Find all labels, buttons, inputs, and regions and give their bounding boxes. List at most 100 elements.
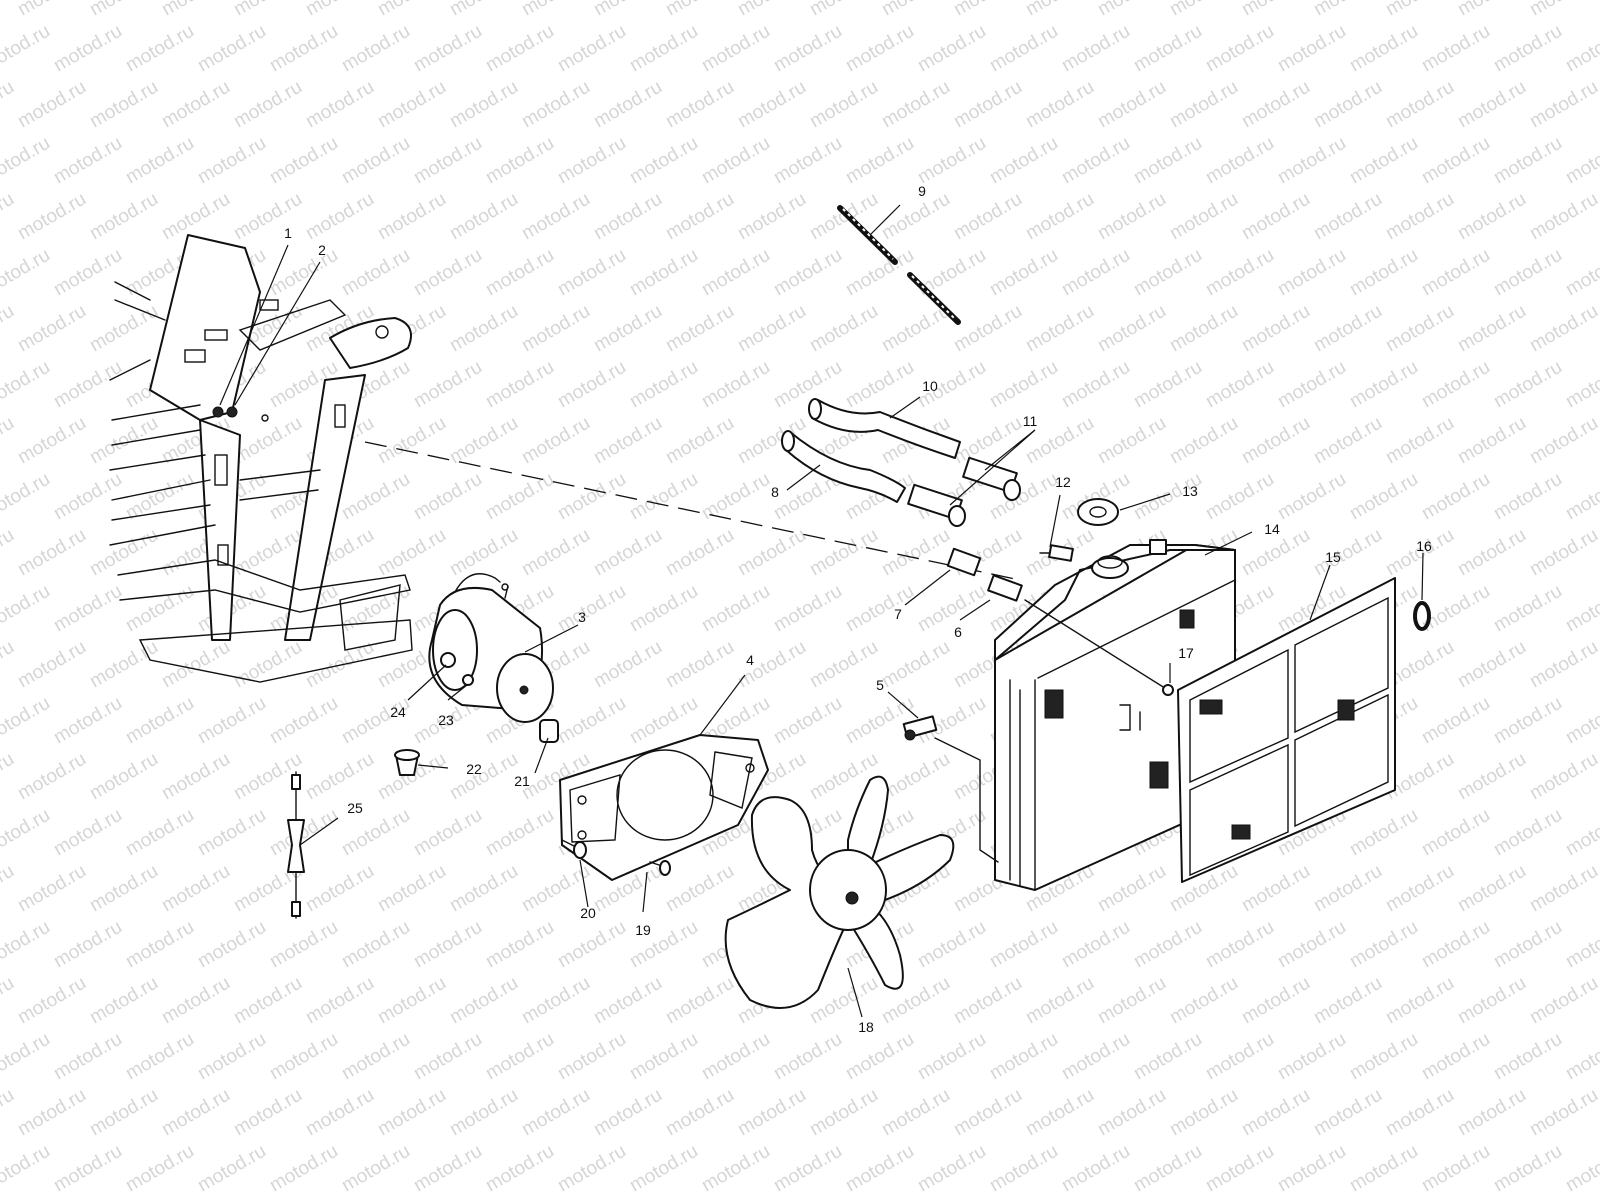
watermark-text: motod.ru bbox=[950, 301, 1025, 357]
watermark-text: motod.ru bbox=[266, 917, 341, 973]
watermark-text: motod.ru bbox=[1490, 1029, 1565, 1085]
watermark-text: motod.ru bbox=[302, 973, 377, 1029]
watermark-text: motod.ru bbox=[590, 0, 665, 20]
watermark-text: motod.ru bbox=[626, 1141, 701, 1197]
watermark-text: motod.ru bbox=[1382, 301, 1457, 357]
watermark-text: motod.ru bbox=[194, 917, 269, 973]
callout-25: 25 bbox=[347, 800, 363, 816]
watermark-text: motod.ru bbox=[1418, 357, 1493, 413]
spacer-21 bbox=[539, 719, 559, 743]
watermark-text: motod.ru bbox=[1454, 973, 1529, 1029]
watermark-text: motod.ru bbox=[662, 1197, 737, 1200]
watermark-text: motod.ru bbox=[0, 77, 18, 133]
watermark-text: motod.ru bbox=[554, 245, 629, 301]
fuse-holder-25 bbox=[287, 771, 305, 919]
watermark-text: motod.ru bbox=[1454, 77, 1529, 133]
watermark-text: motod.ru bbox=[194, 21, 269, 77]
watermark-text: motod.ru bbox=[446, 1197, 521, 1200]
watermark-text: motod.ru bbox=[1274, 1141, 1349, 1197]
watermark-text: motod.ru bbox=[0, 693, 54, 749]
watermark-text: motod.ru bbox=[50, 469, 125, 525]
watermark-text: motod.ru bbox=[914, 21, 989, 77]
watermark-text: motod.ru bbox=[482, 917, 557, 973]
watermark-text: motod.ru bbox=[1202, 133, 1277, 189]
watermark-text: motod.ru bbox=[590, 77, 665, 133]
watermark-text: motod.ru bbox=[698, 133, 773, 189]
watermark-text: motod.ru bbox=[734, 77, 809, 133]
screw-20 bbox=[561, 839, 587, 859]
watermark-text: motod.ru bbox=[590, 189, 665, 245]
watermark-text: motod.ru bbox=[266, 1141, 341, 1197]
watermark-text: motod.ru bbox=[0, 525, 18, 581]
watermark-text: motod.ru bbox=[230, 1085, 305, 1141]
watermark-text: motod.ru bbox=[914, 1141, 989, 1197]
watermark-text: motod.ru bbox=[194, 805, 269, 861]
watermark-text: motod.ru bbox=[158, 1197, 233, 1200]
watermark-text: motod.ru bbox=[86, 301, 161, 357]
watermark-text: motod.ru bbox=[0, 917, 54, 973]
watermark-text: motod.ru bbox=[554, 21, 629, 77]
watermark-text: motod.ru bbox=[302, 1197, 377, 1200]
callout-13: 13 bbox=[1182, 483, 1198, 499]
watermark-text: motod.ru bbox=[482, 21, 557, 77]
alignment-dashed-line bbox=[364, 441, 1021, 581]
watermark-text: motod.ru bbox=[1238, 413, 1313, 469]
watermark-text: motod.ru bbox=[1094, 0, 1169, 20]
watermark-text: motod.ru bbox=[338, 245, 413, 301]
watermark-text: motod.ru bbox=[662, 0, 737, 20]
watermark-text: motod.ru bbox=[158, 749, 233, 805]
watermark-text: motod.ru bbox=[1490, 805, 1565, 861]
callout-6: 6 bbox=[954, 624, 962, 640]
watermark-text: motod.ru bbox=[770, 21, 845, 77]
watermark-text: motod.ru bbox=[302, 861, 377, 917]
watermark-text: motod.ru bbox=[1166, 77, 1241, 133]
watermark-text: motod.ru bbox=[1346, 1029, 1421, 1085]
watermark-text: motod.ru bbox=[1454, 0, 1529, 20]
watermark-text: motod.ru bbox=[662, 301, 737, 357]
watermark-text: motod.ru bbox=[1418, 805, 1493, 861]
watermark-text: motod.ru bbox=[1562, 133, 1600, 189]
watermark-text: motod.ru bbox=[50, 805, 125, 861]
watermark-text: motod.ru bbox=[338, 469, 413, 525]
watermark-text: motod.ru bbox=[1310, 1085, 1385, 1141]
watermark-text: motod.ru bbox=[0, 1085, 18, 1141]
watermark-text: motod.ru bbox=[1238, 861, 1313, 917]
watermark-text: motod.ru bbox=[50, 245, 125, 301]
watermark-text: motod.ru bbox=[698, 581, 773, 637]
leader-lines bbox=[219, 204, 1424, 1018]
watermark-text: motod.ru bbox=[806, 1197, 881, 1200]
watermark-text: motod.ru bbox=[518, 413, 593, 469]
watermark-text: motod.ru bbox=[734, 301, 809, 357]
watermark-text: motod.ru bbox=[806, 1085, 881, 1141]
watermark-text: motod.ru bbox=[194, 693, 269, 749]
watermark-text: motod.ru bbox=[1238, 973, 1313, 1029]
watermark-text: motod.ru bbox=[770, 245, 845, 301]
watermark-text: motod.ru bbox=[374, 77, 449, 133]
watermark-text: motod.ru bbox=[1526, 861, 1600, 917]
watermark-text: motod.ru bbox=[1202, 245, 1277, 301]
watermark-text: motod.ru bbox=[338, 1141, 413, 1197]
watermark-text: motod.ru bbox=[0, 413, 18, 469]
watermark-text: motod.ru bbox=[1238, 0, 1313, 20]
watermark-text: motod.ru bbox=[410, 133, 485, 189]
watermark-text: motod.ru bbox=[1562, 805, 1600, 861]
callout-1: 1 bbox=[284, 225, 292, 241]
watermark-text: motod.ru bbox=[806, 637, 881, 693]
watermark-text: motod.ru bbox=[122, 693, 197, 749]
watermark-text: motod.ru bbox=[1382, 1085, 1457, 1141]
watermark-text: motod.ru bbox=[554, 1029, 629, 1085]
callout-10: 10 bbox=[922, 378, 938, 394]
watermark-text: motod.ru bbox=[842, 581, 917, 637]
watermark-text: motod.ru bbox=[734, 1085, 809, 1141]
watermark-text: motod.ru bbox=[1094, 1085, 1169, 1141]
watermark-text: motod.ru bbox=[0, 245, 54, 301]
watermark-text: motod.ru bbox=[0, 21, 54, 77]
watermark-text: motod.ru bbox=[1094, 413, 1169, 469]
watermark-text: motod.ru bbox=[14, 525, 89, 581]
watermark-text: motod.ru bbox=[1310, 189, 1385, 245]
watermark-text: motod.ru bbox=[554, 693, 629, 749]
watermark-text: motod.ru bbox=[950, 77, 1025, 133]
watermark-text: motod.ru bbox=[1238, 77, 1313, 133]
watermark-text: motod.ru bbox=[1490, 917, 1565, 973]
chassis-frame bbox=[109, 234, 413, 683]
